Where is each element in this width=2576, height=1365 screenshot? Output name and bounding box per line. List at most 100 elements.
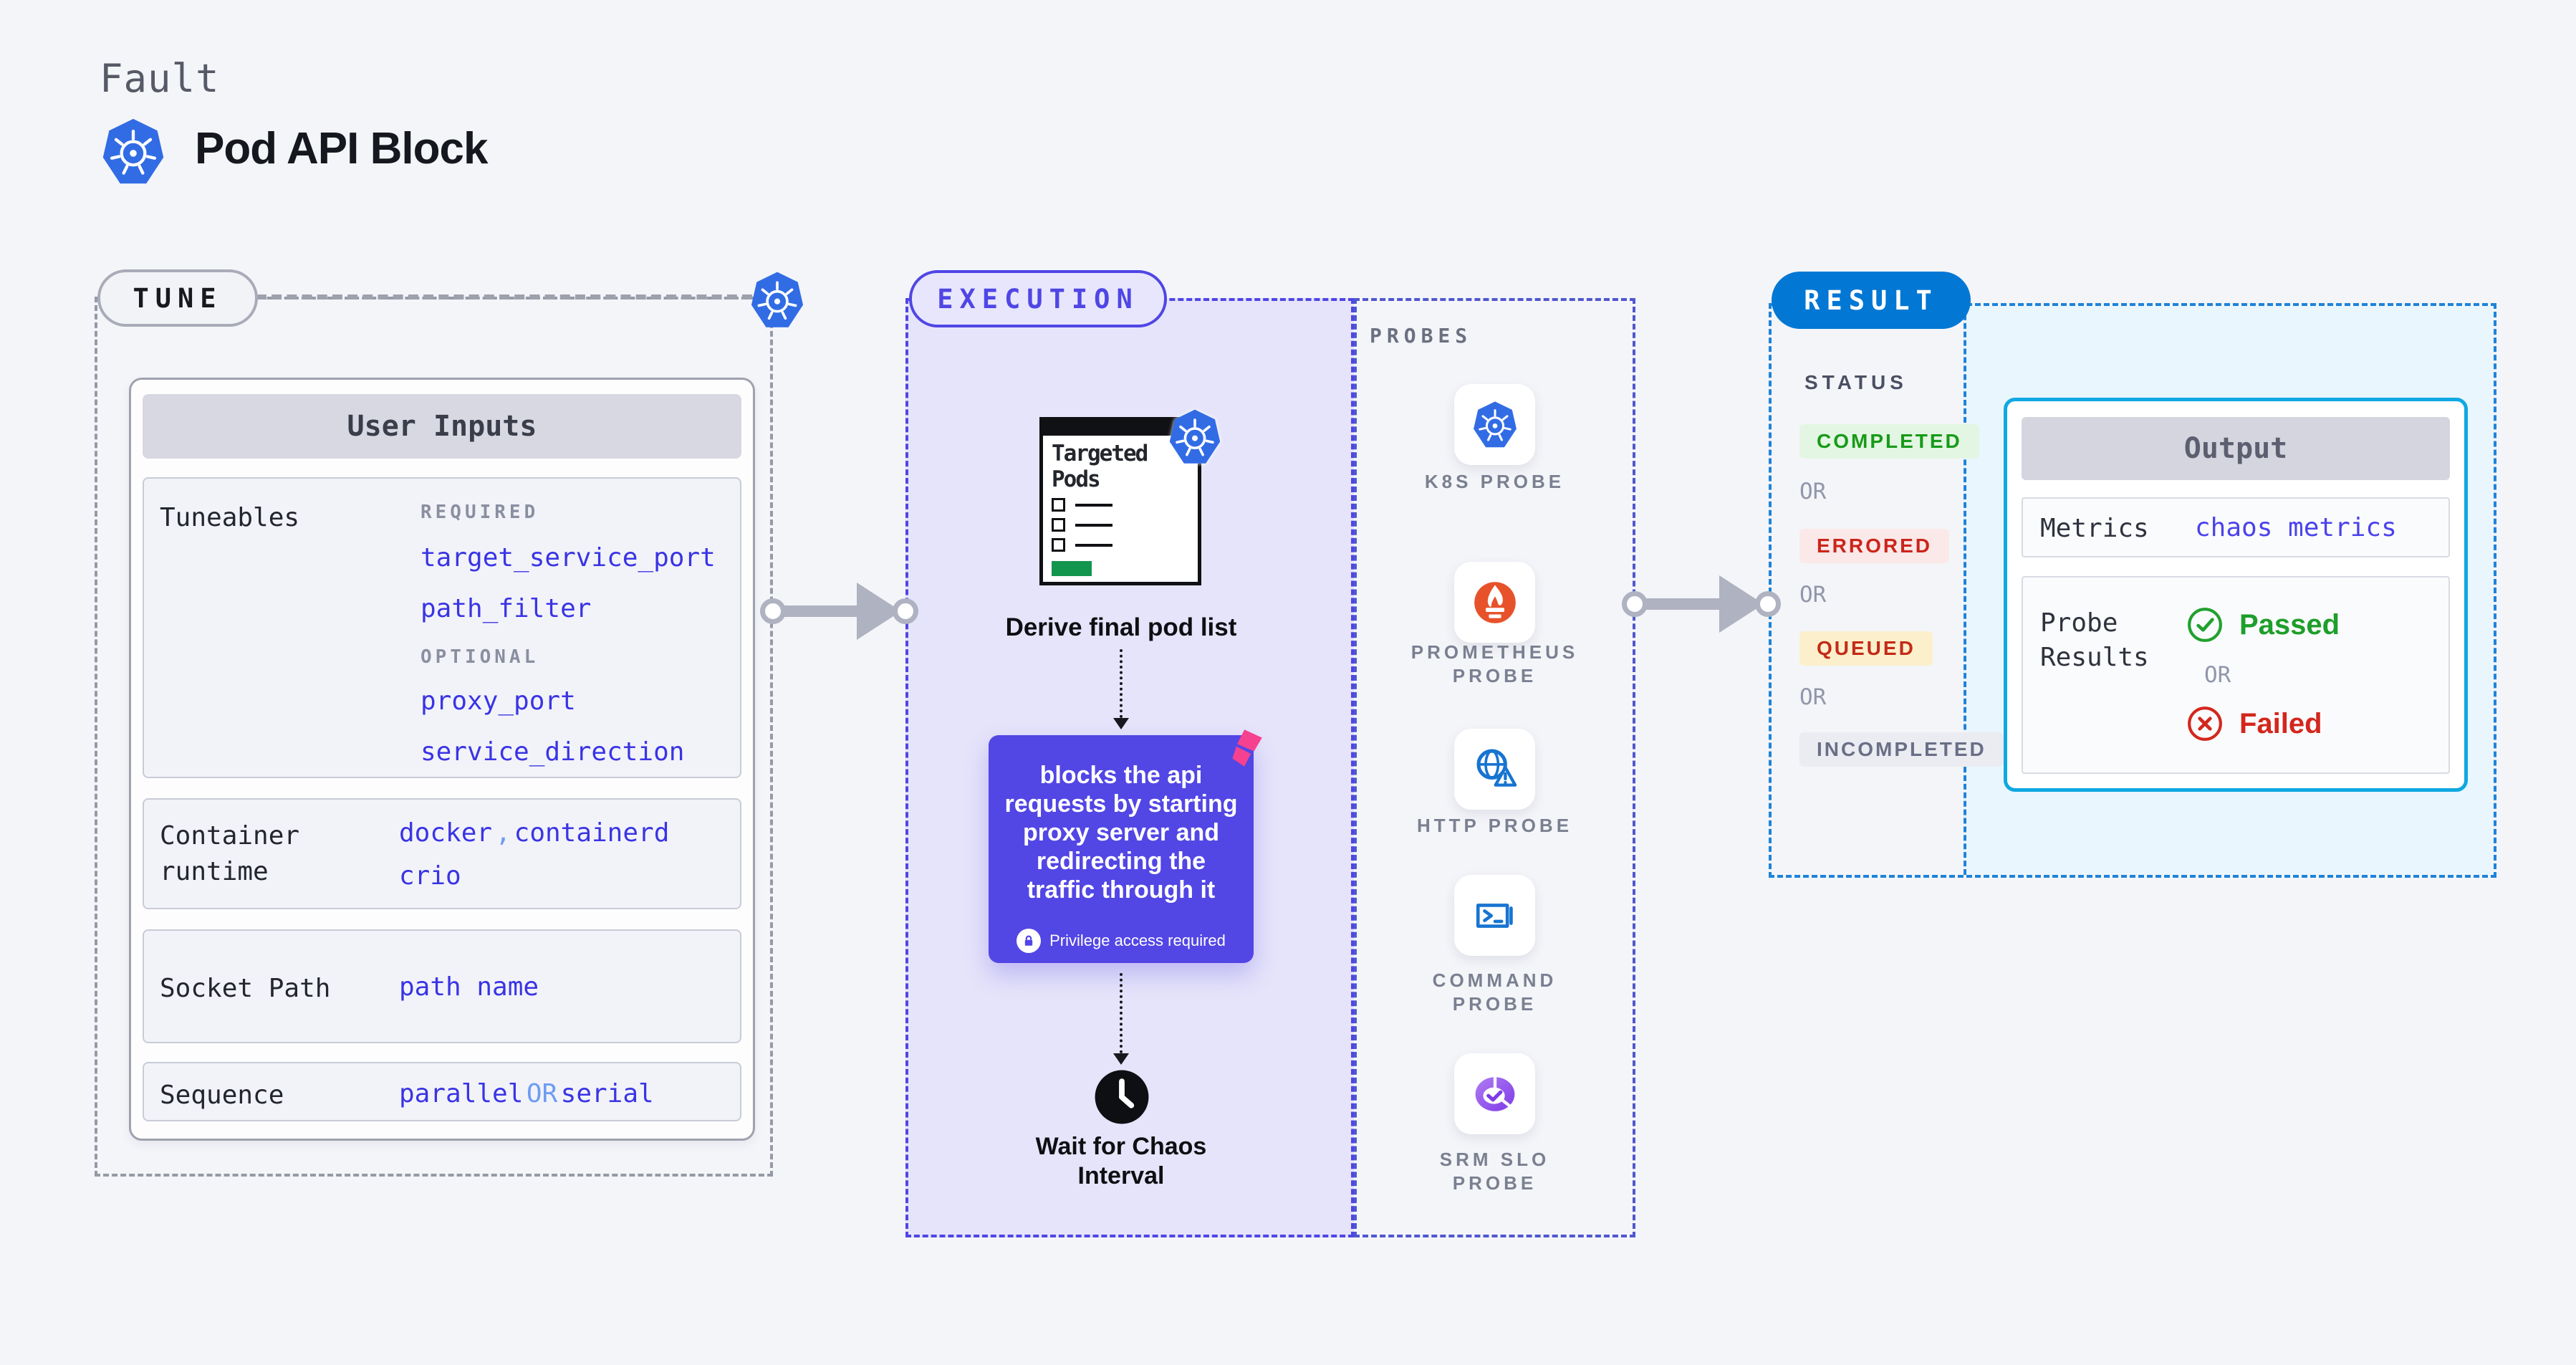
- output-card: Output Metrics chaos metrics Probe Resul…: [2004, 398, 2468, 792]
- status-badge-completed: COMPLETED: [1799, 424, 1979, 459]
- param-target-service-port: target_service_port: [420, 543, 716, 573]
- probe-label: K8S PROBE: [1354, 470, 1635, 494]
- lock-icon: [1017, 929, 1042, 953]
- kubernetes-icon: [1168, 408, 1221, 465]
- wait-chaos-interval-label: Wait for Chaos Interval: [1035, 1133, 1207, 1189]
- targeted-pods-title: Targeted Pods: [1052, 441, 1148, 492]
- kubernetes-icon: [750, 270, 804, 329]
- passed-verdict: Passed: [2186, 606, 2340, 643]
- tune-kubernetes-connector: [256, 294, 752, 300]
- privilege-note-text: Privilege access required: [1049, 931, 1226, 949]
- sequence-or: OR: [526, 1079, 558, 1108]
- execution-badge: EXECUTION: [909, 270, 1167, 327]
- tune-to-execution-arrow: [781, 605, 864, 617]
- metrics-value: chaos metrics: [2195, 513, 2397, 542]
- probe-label: SRM SLO PROBE: [1354, 1148, 1635, 1195]
- failed-label: Failed: [2239, 707, 2322, 739]
- user-inputs-header: User Inputs: [143, 394, 741, 459]
- result-badge: RESULT: [1772, 272, 1971, 329]
- socket-path-row: Socket Path path name: [143, 929, 741, 1043]
- pod-list: [1052, 498, 1112, 552]
- sequence-label: Sequence: [160, 1081, 284, 1110]
- kubernetes-icon: [99, 118, 168, 186]
- sequence-serial: serial: [560, 1079, 654, 1108]
- metrics-row: Metrics chaos metrics: [2022, 497, 2450, 557]
- status-badge-errored: ERRORED: [1799, 529, 1950, 563]
- probe-label-text: COMMAND PROBE: [1432, 969, 1557, 1015]
- flow-dotted-line: [1120, 973, 1123, 1053]
- checkbox-icon: [1052, 518, 1065, 532]
- probe-label: COMMAND PROBE: [1354, 969, 1635, 1016]
- clock-icon: [1095, 1070, 1149, 1124]
- flow-arrow-head: [1113, 718, 1129, 729]
- flow-dotted-line: [1120, 649, 1123, 718]
- http-probe-card: [1454, 729, 1535, 810]
- status-badge-queued: QUEUED: [1799, 631, 1933, 666]
- runtime-crio: crio: [399, 861, 461, 891]
- probe-label: PROMETHEUS PROBE: [1354, 641, 1635, 688]
- k8s-probe-card: [1454, 384, 1535, 465]
- checkbox-icon: [1052, 498, 1065, 512]
- failed-verdict: Failed: [2186, 705, 2322, 742]
- connector-dot: [760, 598, 786, 624]
- list-line: [1075, 523, 1112, 527]
- srm-slo-probe-card: [1454, 1053, 1535, 1134]
- or-label: OR: [1799, 582, 1827, 608]
- privilege-note: Privilege access required: [1017, 929, 1226, 953]
- probes-to-result-arrow: [1645, 598, 1728, 610]
- socket-path-label: Socket Path: [160, 974, 331, 1003]
- param-proxy-port: proxy_port: [420, 686, 576, 716]
- status-title: STATUS: [1804, 371, 1908, 393]
- optional-tag: OPTIONAL: [420, 646, 539, 668]
- checkbox-icon: [1052, 538, 1065, 552]
- slo-donut-check-icon: [1475, 1076, 1514, 1111]
- probe-label-text: K8S PROBE: [1424, 471, 1565, 492]
- runtime-containerd: containerd: [514, 818, 670, 848]
- green-button-bar: [1052, 561, 1092, 576]
- fault-eyebrow: Fault: [100, 56, 220, 101]
- check-circle-icon: [2188, 608, 2222, 642]
- status-badge-incompleted: INCOMPLETED: [1799, 732, 2004, 767]
- fault-action-text: blocks the api requests by starting prox…: [1004, 762, 1238, 904]
- or-label: OR: [2204, 662, 2231, 688]
- runtime-separator: ,: [495, 818, 511, 848]
- flow-arrow-head: [1113, 1053, 1129, 1065]
- fault-action-box: blocks the api requests by starting prox…: [989, 735, 1254, 963]
- derive-pod-list-label: Derive final pod list: [1005, 613, 1237, 641]
- list-line: [1075, 503, 1112, 507]
- prometheus-probe-card: [1454, 562, 1535, 643]
- param-service-direction: service_direction: [420, 737, 685, 767]
- probe-label-text: SRM SLO PROBE: [1439, 1149, 1550, 1194]
- tuneables-row: Tuneables REQUIRED target_service_port p…: [143, 477, 741, 778]
- probe-results-label: Probe Results: [2040, 608, 2149, 672]
- metrics-label: Metrics: [2040, 514, 2149, 543]
- socket-path-value: path name: [399, 972, 539, 1002]
- param-path-filter: path_filter: [420, 594, 592, 623]
- probe-label-text: HTTP PROBE: [1416, 815, 1573, 836]
- list-line: [1075, 543, 1112, 547]
- runtime-docker: docker: [399, 818, 493, 848]
- tuneables-label: Tuneables: [160, 503, 300, 532]
- probes-section-box: [1354, 298, 1635, 1237]
- output-header: Output: [2022, 417, 2450, 480]
- container-runtime-row: Container runtime docker , containerd cr…: [143, 798, 741, 909]
- required-tag: REQUIRED: [420, 502, 539, 523]
- http-globe-warning-icon: [1476, 749, 1517, 787]
- tune-badge: TUNE: [97, 269, 258, 327]
- terminal-icon: [1476, 903, 1513, 928]
- connector-dot: [893, 598, 918, 624]
- sequence-parallel: parallel: [399, 1079, 524, 1108]
- container-runtime-label: Container runtime: [160, 821, 300, 886]
- page-title: Pod API Block: [195, 124, 488, 173]
- probes-title: PROBES: [1370, 324, 1473, 348]
- x-circle-icon: [2188, 707, 2222, 741]
- chaos-icon: [1232, 729, 1262, 767]
- connector-dot: [1755, 591, 1781, 617]
- or-label: OR: [1799, 684, 1827, 710]
- probe-label: HTTP PROBE: [1354, 814, 1635, 838]
- connector-dot: [1622, 591, 1648, 617]
- prometheus-icon: [1474, 581, 1516, 623]
- probe-results-row: Probe Results Passed OR Failed: [2022, 576, 2450, 774]
- kubernetes-icon: [1472, 400, 1517, 449]
- sequence-row: Sequence parallel OR serial: [143, 1062, 741, 1121]
